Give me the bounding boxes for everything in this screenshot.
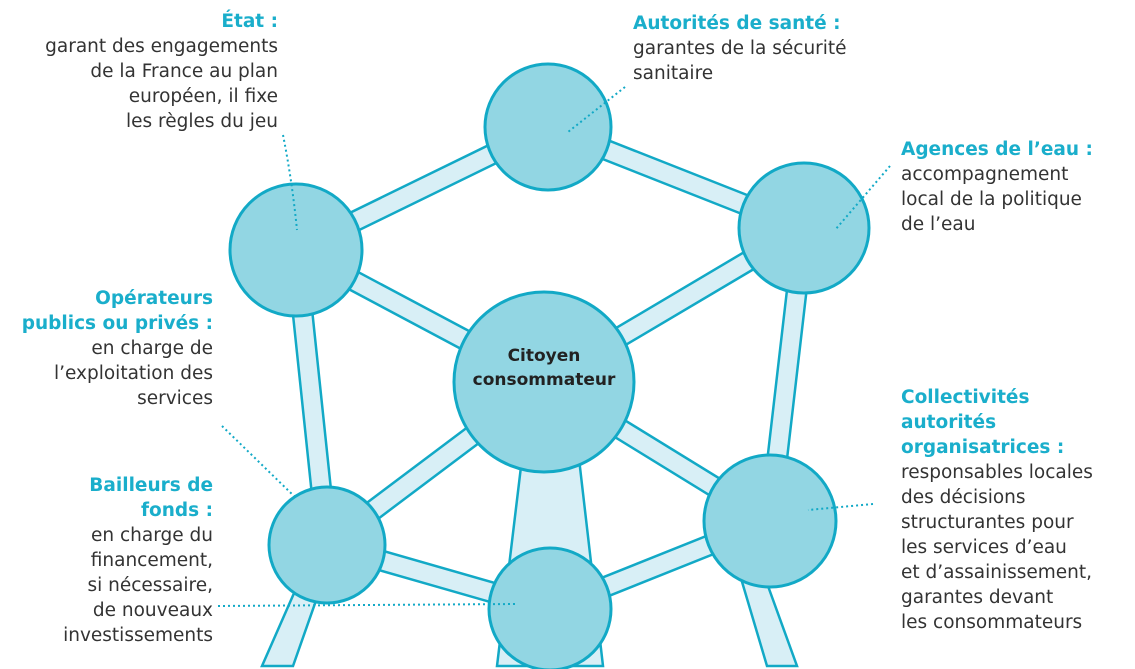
collectivites-title-2: autorités (901, 412, 997, 433)
leader-sante (567, 86, 626, 133)
operateurs-desc-3: services (137, 388, 213, 409)
sante-title: Autorités de santé : (633, 13, 841, 34)
sphere-sante (483, 62, 613, 192)
bailleurs-desc-4: de nouveaux (92, 600, 213, 621)
etat-title: État : (221, 11, 278, 32)
collectivites-title-1: Collectivités (901, 387, 1030, 408)
bailleurs-title-1: Bailleurs de (89, 475, 213, 496)
agences-desc-1: accompagnement (901, 164, 1069, 185)
bailleurs-desc-2: financement, (90, 550, 213, 571)
collectivites-desc-5: et d’assainissement, (901, 562, 1093, 583)
collectivites-desc-7: les consommateurs (901, 612, 1083, 633)
actor-operateurs: Opérateurs publics ou privés : en charge… (22, 286, 213, 411)
actor-collectivites: Collectivités autorités organisatrices :… (901, 385, 1093, 635)
sphere-etat (228, 182, 364, 318)
operateurs-title-2: publics ou privés : (21, 313, 213, 334)
actor-agences: Agences de l’eau : accompagnement local … (901, 137, 1093, 237)
agences-title: Agences de l’eau : (901, 139, 1093, 160)
collectivites-desc-6: garantes devant (901, 587, 1054, 608)
collectivites-desc-4: les services d’eau (901, 537, 1067, 558)
actor-bailleurs: Bailleurs de fonds : en charge du financ… (63, 473, 213, 648)
operateurs-desc-1: en charge de (91, 338, 213, 359)
leader-collectivites (807, 503, 874, 511)
etat-desc-4: les règles du jeu (125, 111, 278, 132)
etat-desc-2: de la France au plan (90, 61, 278, 82)
leader-operateurs (221, 425, 297, 499)
sphere-bottom (487, 546, 613, 669)
citoyen-line1: Citoyen (507, 346, 581, 366)
bailleurs-title-2: fonds : (140, 500, 213, 521)
actor-etat: État : garant des engagements de la Fran… (45, 9, 278, 134)
etat-desc-1: garant des engagements (45, 36, 278, 57)
leader-bailleurs (217, 603, 516, 607)
leader-etat (282, 134, 298, 231)
collectivites-title-3: organisatrices : (901, 437, 1065, 458)
sphere-collectivites (702, 453, 838, 589)
agences-desc-2: local de la politique (901, 189, 1082, 210)
sante-desc-1: garantes de la sécurité (633, 38, 847, 59)
sphere-agences (737, 161, 871, 295)
bailleurs-desc-3: si nécessaire, (87, 575, 213, 596)
collectivites-desc-1: responsables locales (901, 462, 1093, 483)
bailleurs-desc-5: investissements (63, 625, 213, 646)
sphere-bailleurs (267, 485, 387, 605)
agences-desc-3: de l’eau (901, 214, 976, 235)
collectivites-desc-3: structurantes pour (901, 512, 1074, 533)
bailleurs-desc-1: en charge du (91, 525, 213, 546)
operateurs-desc-2: l’exploitation des (53, 363, 213, 384)
leader-agences (834, 165, 891, 231)
actor-sante: Autorités de santé : garantes de la sécu… (633, 11, 847, 86)
etat-desc-3: européen, il fixe (128, 86, 278, 107)
sphere-citoyen (452, 290, 636, 474)
citoyen-line2: consommateur (472, 370, 616, 390)
citoyen-label: Citoyen consommateur (464, 344, 624, 392)
support-leg-right (738, 573, 799, 668)
sante-desc-2: sanitaire (633, 63, 714, 84)
operateurs-title-1: Opérateurs (95, 288, 213, 309)
collectivites-desc-2: des décisions (901, 487, 1026, 508)
